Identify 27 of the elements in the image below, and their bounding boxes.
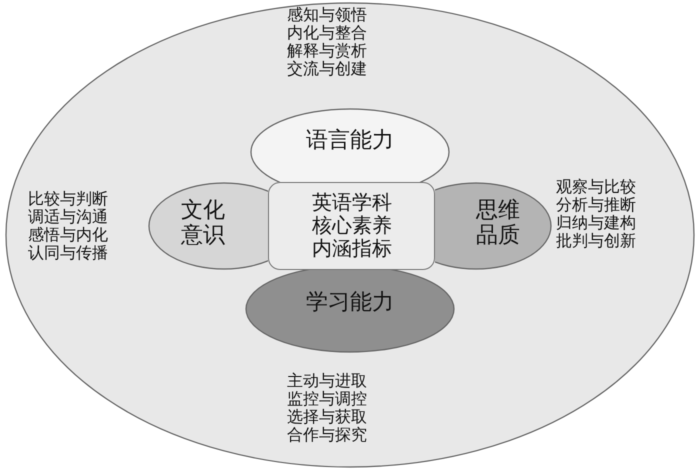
list-item: 内化与整合 <box>287 24 367 42</box>
list-item: 分析与推断 <box>556 196 636 214</box>
list-item: 观察与比较 <box>556 178 636 196</box>
list-item: 合作与探究 <box>287 426 367 444</box>
outer-ellipse <box>5 2 695 468</box>
list-item: 归纳与建构 <box>556 214 636 232</box>
node-label: 语言能力 <box>305 128 395 154</box>
list-item: 交流与创建 <box>287 60 367 78</box>
list-item: 调适与沟通 <box>28 208 108 226</box>
list-item: 感知与领悟 <box>287 6 367 24</box>
ellipse-region <box>435 182 552 270</box>
list-item: 选择与获取 <box>287 408 367 426</box>
list-item: 解释与赏析 <box>287 42 367 60</box>
list-item: 批判与创新 <box>556 232 636 250</box>
list-item: 主动与进取 <box>287 372 367 390</box>
node-label: 思维品质 <box>475 198 521 249</box>
ellipse-region <box>148 182 268 270</box>
list-item: 感悟与内化 <box>28 226 108 244</box>
node-label: 文化意识 <box>180 198 226 249</box>
ellipse-region <box>250 108 450 182</box>
node-label: 学习能力 <box>305 290 395 316</box>
core-box <box>268 182 435 270</box>
list-item: 认同与传播 <box>28 244 108 262</box>
list-item: 监控与调控 <box>287 390 367 408</box>
ellipse-region <box>245 270 455 354</box>
list-item: 比较与判断 <box>28 190 108 208</box>
node-label: 英语学科核心素养内涵指标 <box>311 191 393 260</box>
